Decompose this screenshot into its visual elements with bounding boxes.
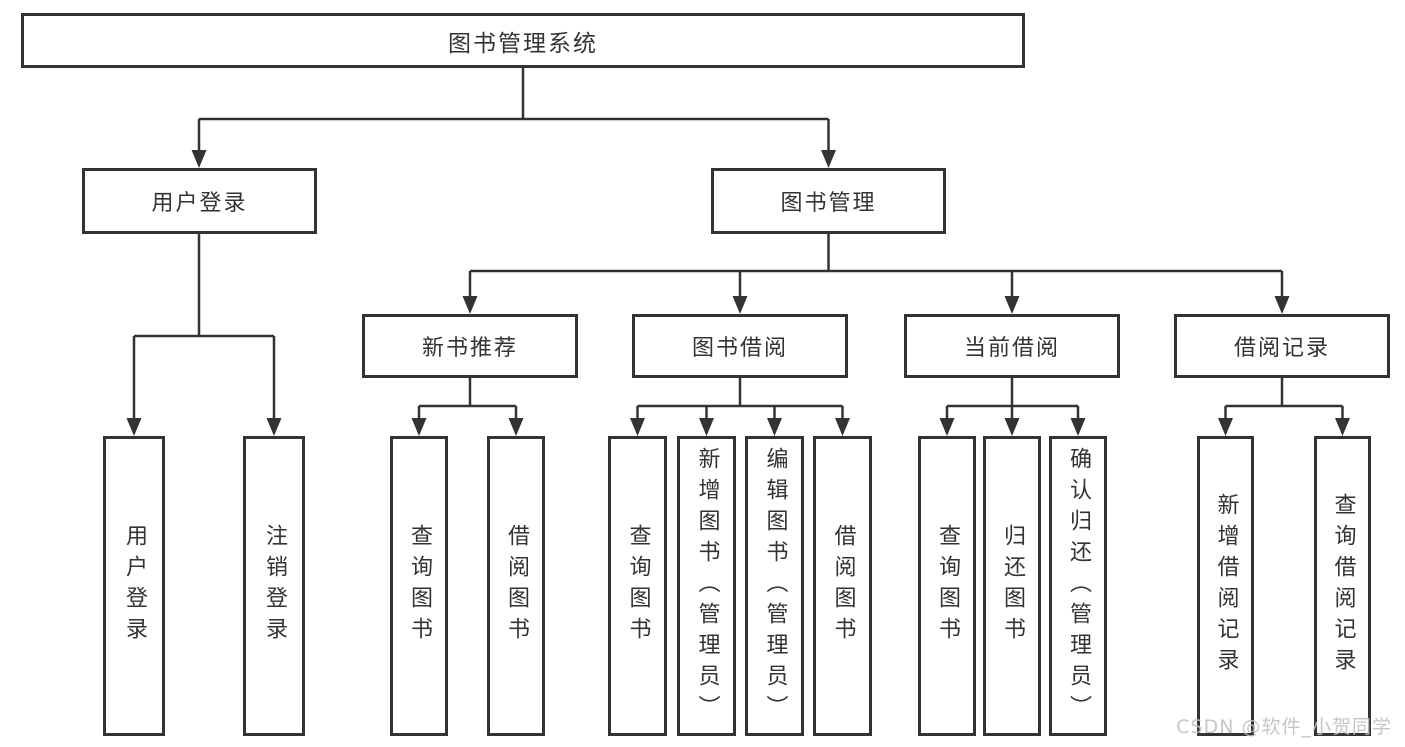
node-leaf-query-borrow-record: 查询借阅记录 — [1314, 436, 1371, 736]
connector-borrow-record-to-leaves — [1224, 377, 1344, 419]
arrowhead-icon — [821, 150, 836, 168]
arrowhead-icon — [1218, 418, 1233, 436]
arrowhead-icon — [939, 418, 955, 436]
node-leaf-borrow-books-recommend: 借阅图书 — [487, 436, 545, 736]
node-leaf-query-books-borrow: 查询图书 — [608, 436, 667, 736]
node-leaf-user-login: 用户登录 — [103, 436, 165, 736]
arrowhead-icon — [462, 296, 478, 314]
connector-current-borrow-to-leaves — [945, 377, 1080, 419]
arrowhead-icon — [1070, 418, 1086, 436]
watermark: CSDN @软件_小贺同学 — [1176, 716, 1392, 738]
connector-user-login-to-leaves — [132, 234, 276, 419]
arrowhead-icon — [191, 150, 207, 168]
arrowheads — [126, 150, 1350, 436]
arrowhead-icon — [126, 418, 142, 436]
node-leaf-add-borrow-record: 新增借阅记录 — [1197, 436, 1254, 736]
arrowhead-icon — [1335, 418, 1350, 436]
connector-book-management-to-level3 — [468, 234, 1284, 297]
arrowhead-icon — [835, 418, 850, 436]
node-leaf-return-books: 归还图书 — [983, 436, 1041, 736]
arrowhead-icon — [630, 418, 645, 436]
arrowhead-icon — [411, 418, 427, 436]
node-borrow-records: 借阅记录 — [1174, 314, 1390, 378]
node-leaf-add-book-admin: 新增图书（管理员） — [677, 436, 736, 736]
node-book-management-branch: 图书管理 — [711, 168, 946, 234]
node-leaf-query-books-recommend: 查询图书 — [390, 436, 448, 736]
arrowhead-icon — [767, 418, 782, 436]
arrowhead-icon — [508, 418, 524, 436]
node-leaf-logout: 注销登录 — [243, 436, 305, 736]
connector-book-borrow-to-leaves — [636, 377, 844, 419]
arrowhead-icon — [1004, 418, 1020, 436]
node-current-borrow: 当前借阅 — [904, 314, 1120, 378]
node-leaf-borrow-books: 借阅图书 — [813, 436, 872, 736]
arrowhead-icon — [1274, 296, 1290, 314]
arrowhead-icon — [1004, 296, 1020, 314]
node-book-borrow: 图书借阅 — [632, 314, 848, 378]
node-new-book-recommend: 新书推荐 — [362, 314, 578, 378]
connector-new-book-to-leaves — [417, 377, 518, 419]
node-leaf-confirm-return-admin: 确认归还（管理员） — [1049, 436, 1107, 736]
node-user-login-branch: 用户登录 — [82, 168, 317, 234]
arrowhead-icon — [699, 418, 714, 436]
node-leaf-edit-book-admin: 编辑图书（管理员） — [745, 436, 804, 736]
arrowhead-icon — [732, 296, 748, 314]
connector-root-to-level2 — [197, 68, 830, 151]
node-library-management-system: 图书管理系统 — [21, 13, 1025, 68]
arrowhead-icon — [266, 418, 282, 436]
node-leaf-query-books-current: 查询图书 — [918, 436, 976, 736]
